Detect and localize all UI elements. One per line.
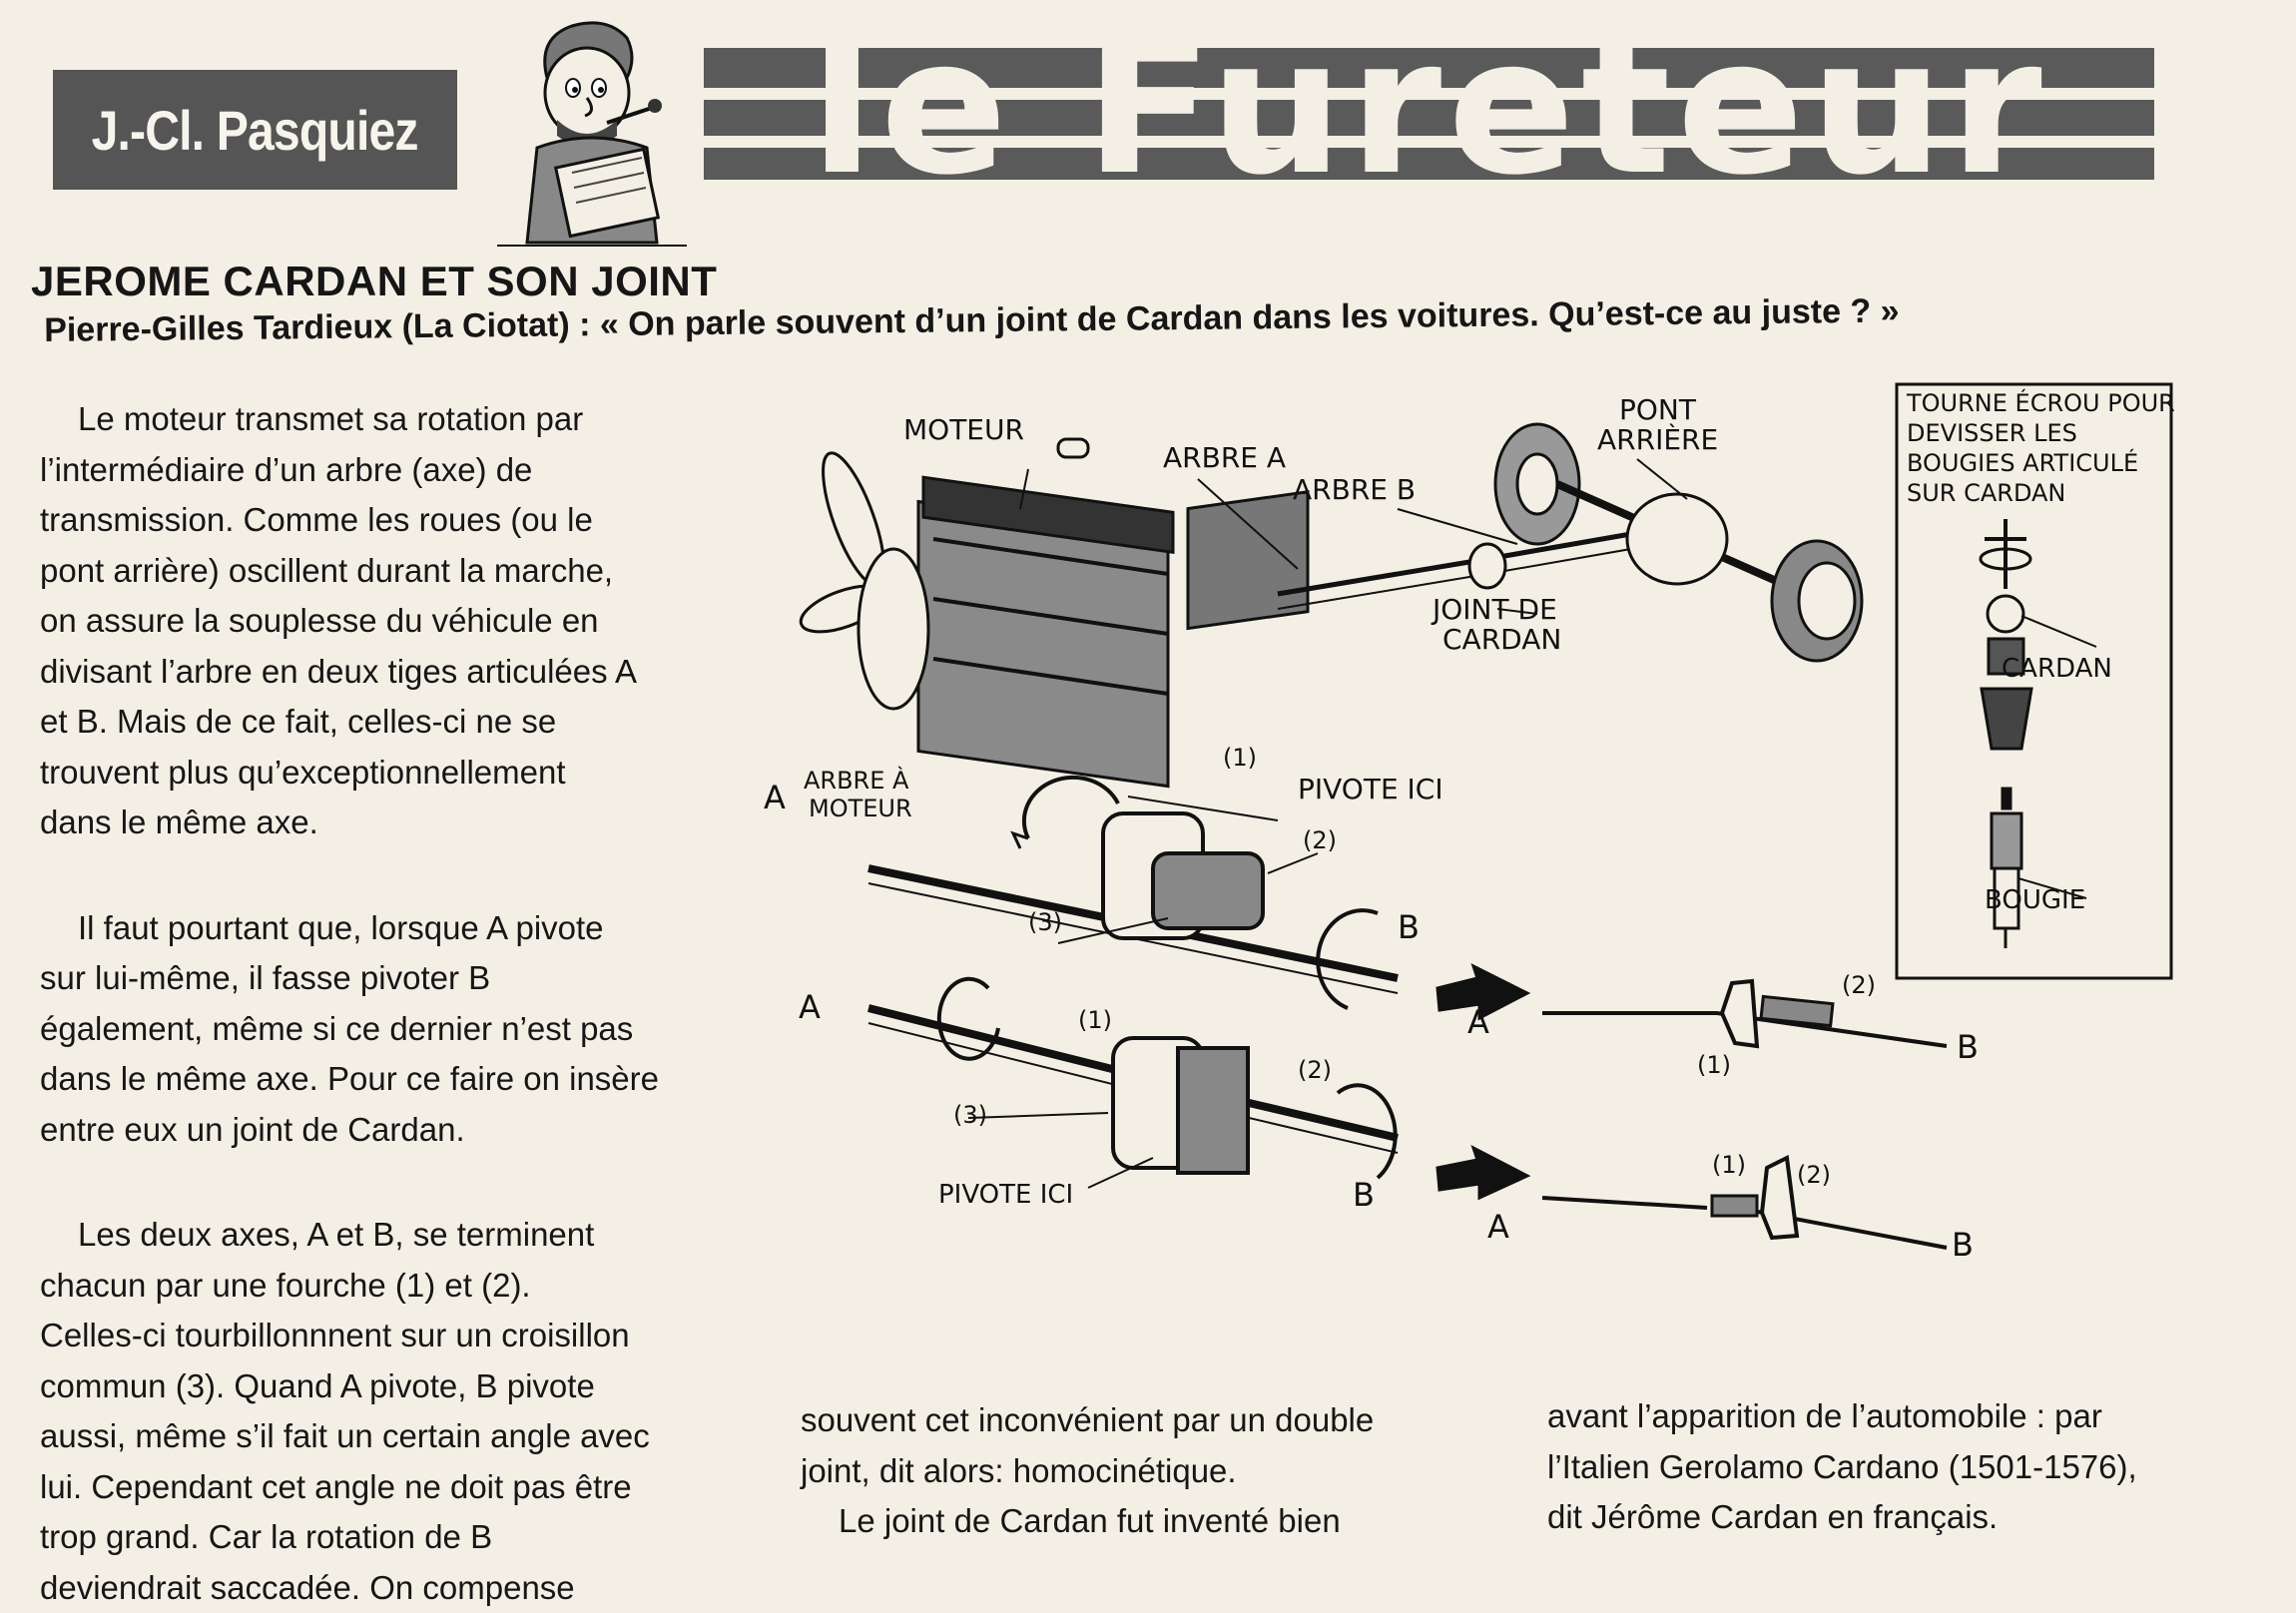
- label-cardan: CARDAN: [1442, 623, 1561, 656]
- inset-label-cardan: CARDAN: [2002, 654, 2112, 684]
- joint1-label-arbre: ARBRE À: [804, 766, 909, 795]
- author-name: J.-Cl. Pasquiez: [92, 98, 418, 163]
- body-line: souvent cet inconvénient par un double: [801, 1395, 1374, 1446]
- article-column-2: souvent cet inconvénient par un double j…: [801, 1395, 1374, 1547]
- body-line: trop grand. Car la rotation de B: [40, 1512, 659, 1563]
- body-line: trouvent plus qu’exceptionnellement: [40, 748, 659, 799]
- joint2-label-pivote: PIVOTE ICI: [938, 1180, 1073, 1210]
- mascot-illustration: [477, 8, 697, 248]
- result2-label-a: A: [1487, 1208, 1509, 1246]
- body-line: avant l’apparition de l’automobile : par: [1547, 1391, 2137, 1442]
- inset-note-line: TOURNE ÉCROU POUR: [1906, 388, 2175, 417]
- body-line: dit Jérôme Cardan en français.: [1547, 1492, 2137, 1543]
- label-arbre-b: ARBRE B: [1293, 473, 1416, 506]
- body-line: divisant l’arbre en deux tiges articulée…: [40, 647, 659, 698]
- arrow-right-icon: [1437, 1148, 1527, 1198]
- cardan-diagram: MOTEUR ARBRE A ARBRE B PONT ARRIÈRE JOIN…: [759, 369, 2176, 1278]
- joint2-label-3: (3): [953, 1101, 987, 1129]
- body-line: transmission. Comme les roues (ou le: [40, 495, 659, 546]
- joint1-label-moteur: MOTEUR: [809, 795, 912, 822]
- joint2-label-1: (1): [1078, 1006, 1112, 1034]
- result1-label-2: (2): [1842, 971, 1876, 999]
- body-line: on assure la souplesse du véhicule en: [40, 596, 659, 647]
- inset-note-line: BOUGIES ARTICULÉ: [1907, 448, 2138, 477]
- joint1-label-b: B: [1398, 908, 1420, 946]
- masthead-stripe: [704, 136, 2154, 148]
- article-column-1: Le moteur transmet sa rotation par l’int…: [40, 394, 659, 1613]
- article-column-3: avant l’apparition de l’automobile : par…: [1547, 1391, 2137, 1543]
- body-line: Le moteur transmet sa rotation par: [40, 394, 659, 445]
- label-joint-de: JOINT DE: [1431, 593, 1557, 626]
- engine-drawing: [796, 439, 1308, 787]
- body-line: pont arrière) oscillent durant la marche…: [40, 546, 659, 597]
- masthead-title: le Fureteur: [704, 48, 2154, 180]
- author-box: J.-Cl. Pasquiez: [53, 70, 457, 190]
- inset-note-line: SUR CARDAN: [1907, 479, 2065, 507]
- spark-plug-drawing: [1981, 519, 2096, 948]
- label-pont: PONT: [1619, 393, 1697, 426]
- body-line: joint, dit alors: homocinétique.: [801, 1446, 1374, 1497]
- body-line: commun (3). Quand A pivote, B pivote: [40, 1361, 659, 1412]
- result1-label-a: A: [1467, 1003, 1489, 1041]
- cardan-joint-1-drawing: [868, 778, 1398, 1008]
- result1-label-b: B: [1957, 1028, 1979, 1066]
- result-1-drawing: [1542, 981, 1947, 1046]
- result2-label-2: (2): [1797, 1161, 1831, 1189]
- body-line: dans le même axe.: [40, 798, 659, 848]
- body-line: chacun par une fourche (1) et (2).: [40, 1261, 659, 1312]
- article-headline: JEROME CARDAN ET SON JOINT: [31, 258, 717, 305]
- body-line: aussi, même s’il fait un certain angle a…: [40, 1411, 659, 1462]
- result2-label-b: B: [1952, 1226, 1974, 1264]
- body-line: Le joint de Cardan fut inventé bien: [801, 1496, 1374, 1547]
- body-line: dans le même axe. Pour ce faire on insèr…: [40, 1054, 659, 1105]
- body-line: l’intermédiaire d’un arbre (axe) de: [40, 445, 659, 496]
- body-line: également, même si ce dernier n’est pas: [40, 1004, 659, 1055]
- label-moteur: MOTEUR: [903, 413, 1024, 446]
- joint1-label-pivote: PIVOTE ICI: [1298, 773, 1443, 806]
- body-line: deviendrait saccadée. On compense: [40, 1563, 659, 1613]
- inset-note-line: DEVISSER LES: [1907, 419, 2077, 447]
- masthead: le Fureteur: [704, 48, 2154, 180]
- body-line: l’Italien Gerolamo Cardano (1501-1576),: [1547, 1442, 2137, 1493]
- joint2-label-a: A: [799, 988, 821, 1026]
- masthead-stripe: [704, 88, 2154, 100]
- cardan-joint-icon: [1469, 544, 1505, 588]
- result1-label-1: (1): [1697, 1051, 1731, 1079]
- body-line: Il faut pourtant que, lorsque A pivote: [40, 903, 659, 954]
- result2-label-1: (1): [1712, 1151, 1746, 1179]
- body-line: Les deux axes, A et B, se terminent: [40, 1210, 659, 1261]
- joint1-label-2: (2): [1303, 826, 1337, 854]
- label-arbre-a: ARBRE A: [1163, 441, 1286, 474]
- joint1-label-a: A: [764, 779, 786, 816]
- body-line: et B. Mais de ce fait, celles-ci ne se: [40, 697, 659, 748]
- joint2-label-b: B: [1353, 1176, 1375, 1214]
- body-line: Celles-ci tourbillonnnent sur un croisil…: [40, 1311, 659, 1361]
- inset-label-bougie: BOUGIE: [1985, 885, 2085, 915]
- body-line: lui. Cependant cet angle ne doit pas êtr…: [40, 1462, 659, 1513]
- label-arriere: ARRIÈRE: [1597, 422, 1718, 456]
- body-line: sur lui-même, il fasse pivoter B: [40, 953, 659, 1004]
- body-line: entre eux un joint de Cardan.: [40, 1105, 659, 1156]
- joint1-label-3: (3): [1028, 908, 1062, 936]
- joint1-label-1: (1): [1223, 744, 1257, 772]
- joint2-label-2: (2): [1298, 1056, 1332, 1084]
